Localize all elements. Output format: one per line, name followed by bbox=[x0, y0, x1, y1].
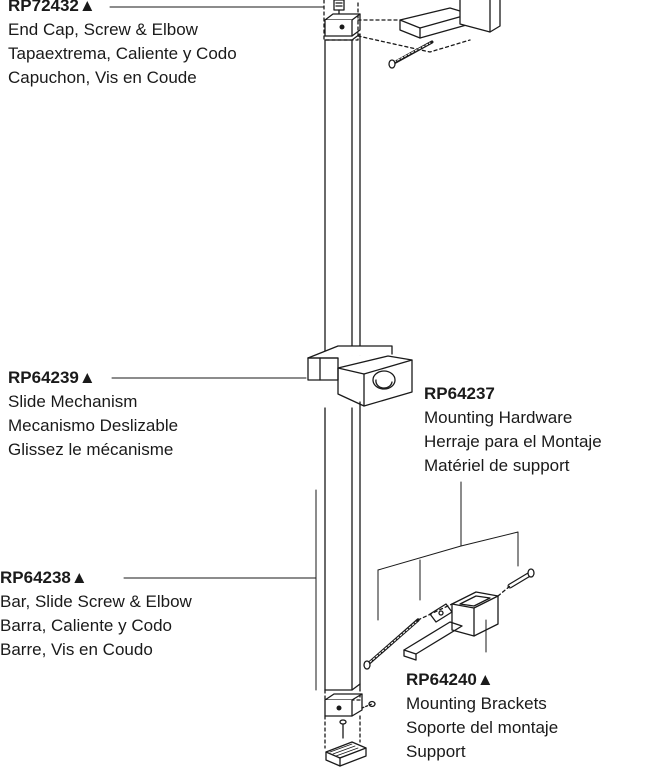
part-code: RP64237 bbox=[424, 384, 495, 403]
part-code: RP64240▲ bbox=[406, 670, 494, 689]
part-name-es: Mecanismo Deslizable bbox=[8, 416, 179, 435]
part-code: RP64238▲ bbox=[0, 568, 88, 587]
part-code: RP64239▲ bbox=[8, 368, 96, 387]
part-label-mounting-hardware: RP64237 Mounting Hardware Herraje para e… bbox=[424, 382, 602, 478]
part-name-en: Bar, Slide Screw & Elbow bbox=[0, 592, 192, 611]
part-name-es: Barra, Caliente y Codo bbox=[0, 616, 172, 635]
part-name-en: Slide Mechanism bbox=[8, 392, 138, 411]
part-code: RP72432▲ bbox=[8, 0, 96, 15]
part-name-fr: Support bbox=[406, 742, 466, 761]
part-name-en: Mounting Hardware bbox=[424, 408, 573, 427]
part-label-mounting-brackets: RP64240▲ Mounting Brackets Soporte del m… bbox=[406, 668, 558, 764]
part-name-fr: Barre, Vis en Coudo bbox=[0, 640, 153, 659]
part-label-end-cap: RP72432▲ End Cap, Screw & Elbow Tapaextr… bbox=[8, 0, 237, 90]
mounting-hardware-part bbox=[363, 481, 535, 670]
slide-mechanism-part bbox=[111, 345, 413, 407]
part-label-slide-mechanism: RP64239▲ Slide Mechanism Mecanismo Desli… bbox=[8, 366, 178, 462]
end-cap-part bbox=[109, 0, 501, 69]
part-name-es: Tapaextrema, Caliente y Codo bbox=[8, 44, 237, 63]
part-name-es: Soporte del montaje bbox=[406, 718, 559, 737]
part-name-en: Mounting Brackets bbox=[406, 694, 547, 713]
part-name-en: End Cap, Screw & Elbow bbox=[8, 20, 198, 39]
part-label-bar: RP64238▲ Bar, Slide Screw & Elbow Barra,… bbox=[0, 566, 192, 662]
part-name-fr: Matériel de support bbox=[424, 456, 570, 475]
part-name-es: Herraje para el Montaje bbox=[424, 432, 602, 451]
part-name-fr: Glissez le mécanisme bbox=[8, 440, 174, 459]
part-name-fr: Capuchon, Vis en Coude bbox=[8, 68, 197, 87]
bar-callout bbox=[123, 489, 317, 691]
bottom-end-cap-part bbox=[324, 689, 376, 767]
slide-bar bbox=[324, 33, 361, 691]
